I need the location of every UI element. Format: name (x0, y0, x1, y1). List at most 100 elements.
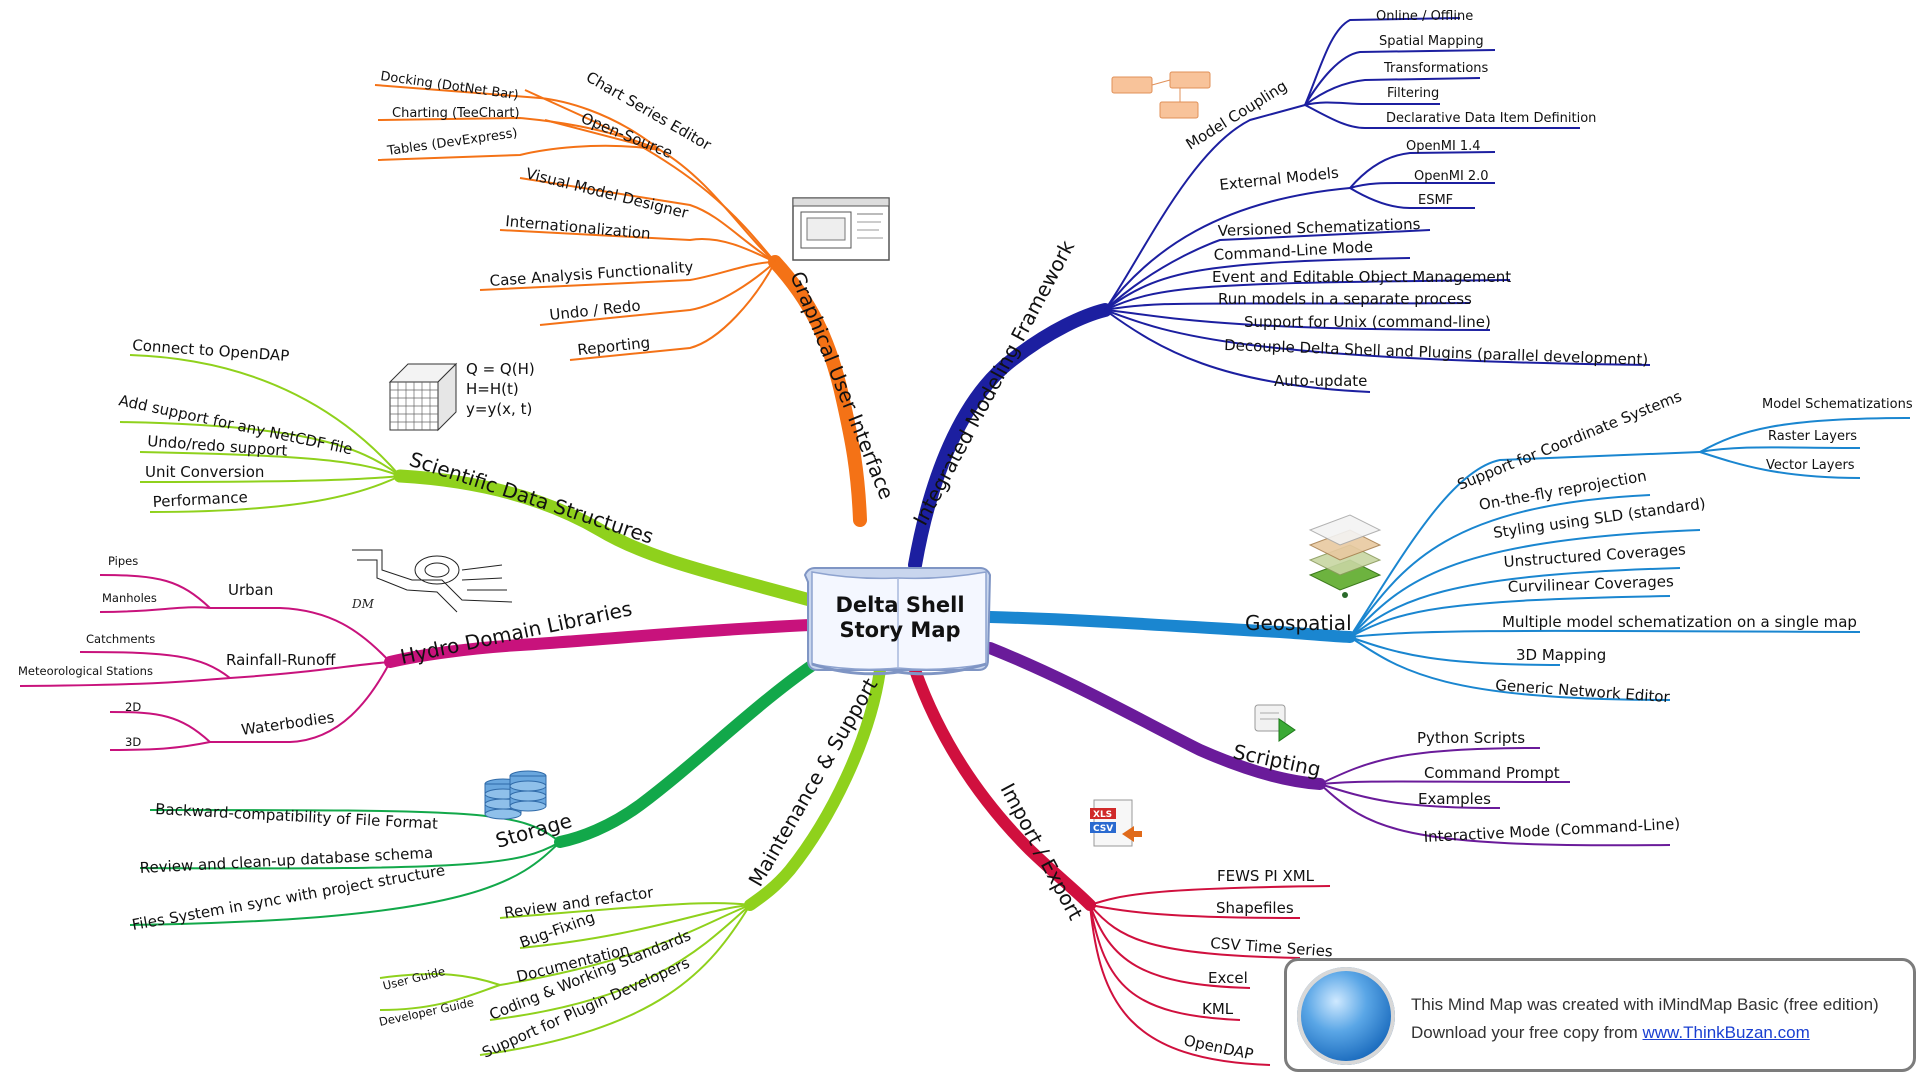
imf-item-unix[interactable]: Support for Unix (command-line) (1244, 313, 1491, 331)
io-item-fews[interactable]: FEWS PI XML (1217, 867, 1315, 885)
gui-sub-branches (374, 84, 776, 361)
external-item-openmi-20[interactable]: OpenMI 2.0 (1414, 169, 1489, 184)
database-icon (484, 770, 547, 820)
center-title-line-1: Delta Shell (835, 593, 964, 617)
io-item-excel[interactable]: Excel (1208, 969, 1248, 987)
imindmap-logo-icon (1297, 967, 1395, 1065)
doc-item-developer-guide[interactable]: Developer Guide (378, 995, 475, 1029)
script-item-command-prompt[interactable]: Command Prompt (1424, 764, 1560, 782)
geo-main-branch (984, 611, 1356, 643)
script-sub-branches (1319, 747, 1671, 847)
storage-item-backward-compat[interactable]: Backward-compatibility of File Format (155, 800, 439, 833)
csv-label: CSV (1093, 824, 1113, 834)
geo-item-network-editor[interactable]: Generic Network Editor (1495, 676, 1671, 706)
imindmap-banner: This Mind Map was created with iMindMap … (1284, 958, 1916, 1072)
external-item-esmf[interactable]: ESMF (1418, 193, 1453, 208)
hydro-sub-branches (19, 574, 391, 751)
geo-item-multiple-schem[interactable]: Multiple model schematization on a singl… (1502, 613, 1857, 631)
crs-item-raster[interactable]: Raster Layers (1768, 429, 1857, 444)
geo-item-curvilinear[interactable]: Curvilinear Coverages (1508, 572, 1675, 596)
imf-sub-branches (1104, 17, 1651, 393)
sci-item-unit-conversion[interactable]: Unit Conversion (145, 463, 264, 481)
script-item-python[interactable]: Python Scripts (1417, 729, 1525, 747)
formula-line-2: H=H(t) (466, 380, 519, 398)
crs-item-vector[interactable]: Vector Layers (1766, 458, 1855, 473)
storage-main-branch (554, 654, 826, 848)
io-item-shapefiles[interactable]: Shapefiles (1216, 899, 1294, 917)
formula-line-3: y=y(x, t) (466, 400, 532, 418)
svg-text:DM: DM (351, 597, 375, 611)
imf-branch-label[interactable]: Integrated Modeling Framework (908, 236, 1079, 529)
model-coupling-icon (1111, 71, 1211, 119)
hydro-main-branch (384, 619, 816, 668)
script-item-interactive[interactable]: Interactive Mode (Command-Line) (1423, 815, 1680, 846)
geo-branch-label[interactable]: Geospatial (1245, 611, 1352, 635)
hydro-urban[interactable]: Urban (228, 581, 273, 599)
storage-sub-branches (129, 809, 561, 926)
imf-item-separate-process[interactable]: Run models in a separate process (1218, 290, 1472, 308)
gui-branch-label[interactable]: Graphical User Interface (785, 268, 898, 503)
imf-item-decouple[interactable]: Decouple Delta Shell and Plugins (parall… (1224, 336, 1649, 369)
data-cube-icon (388, 362, 458, 432)
external-item-openmi-14[interactable]: OpenMI 1.4 (1406, 139, 1481, 154)
gui-main-branch (768, 255, 867, 527)
geo-sub-branches (1349, 417, 1911, 701)
coupling-item-declarative[interactable]: Declarative Data Item Definition (1386, 111, 1596, 126)
sci-item-performance[interactable]: Performance (152, 488, 248, 511)
xls-label: XLS (1093, 810, 1112, 820)
coupling-item-filtering[interactable]: Filtering (1387, 86, 1439, 101)
script-item-examples[interactable]: Examples (1418, 790, 1491, 808)
window-sketch-icon (792, 197, 890, 261)
io-sub-branches (1089, 885, 1331, 1066)
script-main-branch (984, 642, 1326, 790)
wb-item-2d[interactable]: 2D (125, 700, 141, 714)
banner-line-2: Download your free copy from www.ThinkBu… (1411, 1023, 1810, 1043)
hydro-rainfall-runoff[interactable]: Rainfall-Runoff (226, 651, 336, 669)
io-branch-label[interactable]: Import / Export (996, 779, 1088, 924)
opensource-item-tables[interactable]: Tables (DevExpress) (385, 126, 518, 159)
banner-line-2-prefix: Download your free copy from (1411, 1023, 1643, 1042)
doc-item-user-guide[interactable]: User Guide (381, 964, 446, 993)
sci-sub-branches (119, 354, 401, 513)
io-main-branch (909, 664, 1096, 911)
center-node[interactable]: Delta Shell Story Map (803, 567, 992, 676)
imf-item-event-editable[interactable]: Event and Editable Object Management (1212, 268, 1511, 286)
opensource-item-docking[interactable]: Docking (DotNet Bar) (379, 69, 519, 103)
sci-branch-label[interactable]: Scientific Data Structures (406, 447, 656, 549)
sci-item-opendap[interactable]: Connect to OpenDAP (132, 336, 290, 365)
gui-item-reporting[interactable]: Reporting (577, 333, 651, 359)
maint-sub-branches (379, 902, 751, 1056)
imf-item-auto-update[interactable]: Auto-update (1274, 372, 1367, 390)
urban-item-pipes[interactable]: Pipes (108, 554, 138, 568)
formula-line-1: Q = Q(H) (466, 360, 535, 378)
opensource-item-charting[interactable]: Charting (TeeChart) (392, 106, 520, 121)
coupling-item-transformations[interactable]: Transformations (1383, 61, 1489, 76)
sci-main-branch (393, 469, 817, 607)
io-item-opendap[interactable]: OpenDAP (1182, 1031, 1255, 1063)
maint-main-branch (744, 664, 886, 911)
imf-item-versioned[interactable]: Versioned Schematizations (1218, 215, 1421, 240)
imf-main-branch (908, 303, 1112, 572)
imf-external-models[interactable]: External Models (1219, 164, 1340, 194)
wb-item-3d[interactable]: 3D (125, 735, 141, 749)
crs-item-model-schem[interactable]: Model Schematizations (1762, 397, 1913, 412)
thinkbuzan-link[interactable]: www.ThinkBuzan.com (1642, 1023, 1810, 1042)
map-layers-icon (1308, 514, 1382, 598)
coupling-item-spatial-mapping[interactable]: Spatial Mapping (1379, 34, 1484, 49)
gui-item-visual-model-designer[interactable]: Visual Model Designer (524, 164, 691, 222)
rr-item-catchments[interactable]: Catchments (86, 632, 155, 646)
rr-item-met-stations[interactable]: Meteorological Stations (18, 664, 153, 678)
geo-item-3d-mapping[interactable]: 3D Mapping (1516, 646, 1606, 664)
xls-csv-icon: XLS CSV (1090, 799, 1142, 847)
hydro-branch-label[interactable]: Hydro Domain Libraries (398, 596, 634, 669)
geo-coordinate-systems[interactable]: Support for Coordinate Systems (1455, 387, 1685, 494)
center-title-line-2: Story Map (839, 618, 960, 642)
gui-item-internationalization[interactable]: Internationalization (505, 212, 652, 243)
coupling-item-online-offline[interactable]: Online / Offline (1376, 9, 1473, 24)
banner-line-1: This Mind Map was created with iMindMap … (1411, 995, 1879, 1014)
river-sketch-icon: DM (351, 549, 513, 613)
urban-item-manholes[interactable]: Manholes (102, 591, 157, 605)
script-scroll-icon (1254, 704, 1296, 742)
io-item-kml[interactable]: KML (1202, 1000, 1234, 1018)
